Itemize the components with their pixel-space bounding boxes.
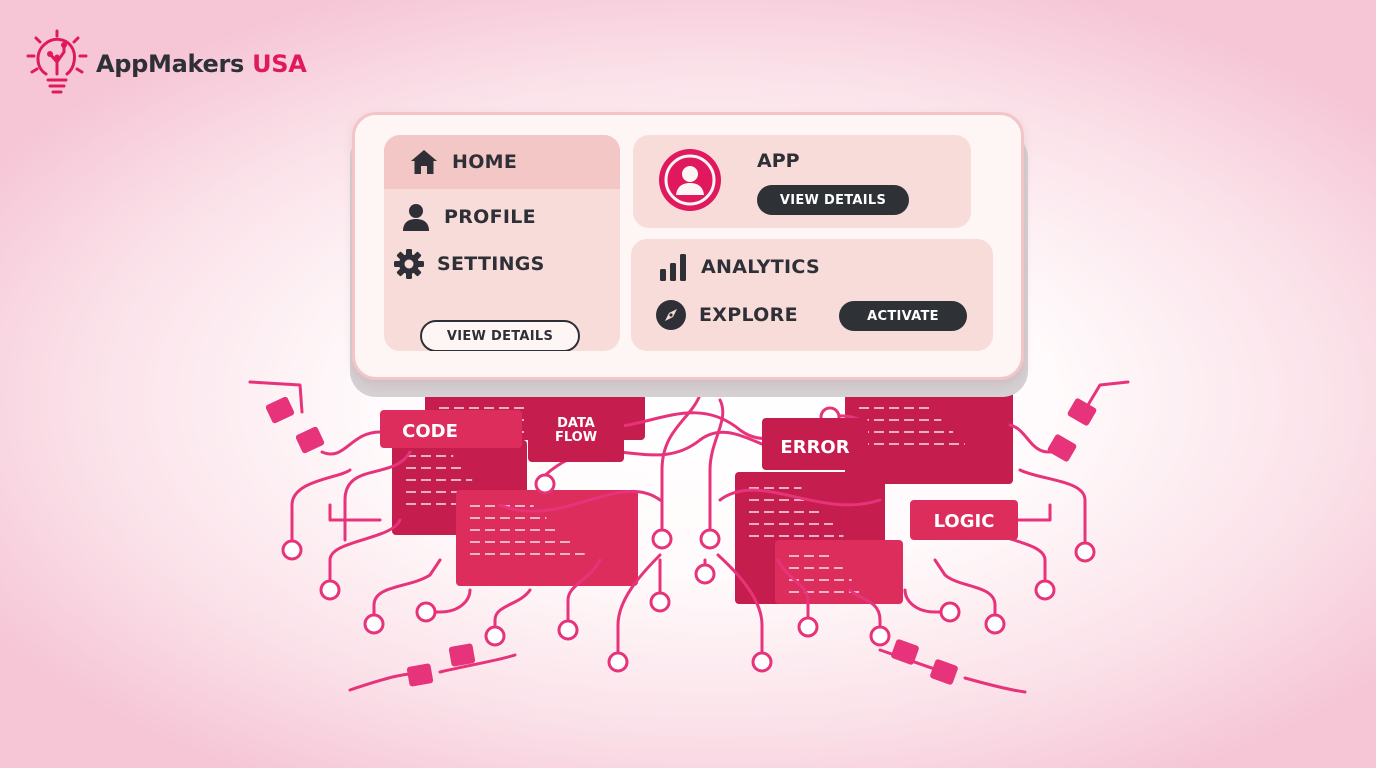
broken-plug — [1047, 434, 1077, 462]
circuit-wire — [372, 558, 442, 624]
circuit-node — [751, 651, 773, 673]
circuit-node — [484, 625, 506, 647]
app-title: APP — [757, 150, 800, 172]
tag-label-line: ERROR — [780, 437, 849, 458]
broken-plug — [448, 643, 476, 667]
tag-label: LOGIC — [934, 511, 995, 532]
activate-button[interactable]: ACTIVATE — [839, 301, 967, 331]
circuit-node — [939, 601, 961, 623]
circuit-node — [797, 616, 819, 638]
circuit-wire — [776, 558, 810, 627]
tag-label-line: LOGIC — [934, 511, 995, 532]
menu-item-label: HOME — [452, 151, 518, 173]
circuit-wire — [438, 653, 517, 674]
circuit-wire — [616, 553, 662, 662]
tag-background — [762, 418, 868, 470]
user-avatar-icon — [659, 149, 721, 211]
circuit-node — [984, 613, 1006, 635]
tag-background — [380, 410, 522, 448]
circuit-wire — [566, 558, 602, 630]
broken-plug — [1067, 398, 1097, 426]
circuit-wire — [718, 488, 882, 507]
circuit-node — [319, 579, 341, 601]
circuit-node — [607, 651, 629, 673]
circuit-node — [557, 619, 579, 641]
circuit-wire — [343, 450, 412, 542]
analytics-item[interactable]: ANALYTICS — [657, 251, 820, 283]
brand-name-main: AppMakers — [96, 50, 245, 78]
tag-label: ERROR — [780, 437, 849, 458]
ui-card: HOME PROFILE SETTINGS VIEW D — [352, 112, 1024, 380]
compass-icon — [656, 300, 686, 330]
actions-panel: ANALYTICS EXPLORE ACTIVATE — [631, 239, 993, 351]
person-icon — [403, 204, 429, 231]
app-panel: APP VIEW DETAILS — [633, 135, 971, 228]
tag-label-line: DATA — [557, 416, 595, 431]
home-icon — [411, 150, 437, 174]
tag-label: CODE — [402, 421, 458, 442]
circuit-node — [281, 539, 303, 561]
broken-plug — [265, 396, 295, 424]
menu-item-label: PROFILE — [444, 206, 536, 228]
menu-item-settings[interactable]: SETTINGS — [393, 248, 545, 280]
circuit-wire — [493, 588, 532, 636]
menu-item-profile[interactable]: PROFILE — [400, 201, 536, 233]
circuit-wire — [933, 558, 997, 624]
circuit-node — [534, 473, 556, 495]
circuit-wire — [1083, 380, 1130, 412]
circuit-node — [694, 563, 716, 585]
tag-background — [910, 500, 1018, 540]
broken-plug — [406, 663, 434, 687]
bar-chart-icon — [660, 254, 686, 281]
nav-menu-panel: HOME PROFILE SETTINGS VIEW D — [384, 135, 620, 351]
circuit-node — [651, 528, 673, 550]
code-document — [456, 490, 638, 586]
menu-item-label: SETTINGS — [437, 253, 545, 275]
menu-item-home[interactable]: HOME — [408, 146, 517, 178]
lightbulb-logo-icon — [26, 29, 88, 94]
circuit-wire — [1018, 468, 1087, 552]
gear-icon — [394, 249, 424, 279]
explore-item[interactable]: EXPLORE — [655, 299, 798, 331]
brand-name: AppMakers USA — [96, 50, 307, 78]
circuit-wire — [660, 393, 702, 539]
tag-background — [528, 402, 624, 462]
app-view-details-button[interactable]: VIEW DETAILS — [757, 185, 909, 215]
tag-label-line: CODE — [402, 421, 458, 442]
circuit-node — [363, 613, 385, 635]
broken-plug — [295, 426, 325, 454]
circuit-wire — [424, 588, 472, 614]
circuit-wire — [716, 553, 764, 662]
circuit-wire — [328, 503, 382, 522]
broken-plug — [891, 639, 919, 665]
circuit-wire — [328, 518, 402, 590]
circuit-wire — [290, 468, 352, 542]
circuit-wire — [708, 398, 725, 539]
circuit-node — [869, 625, 891, 647]
circuit-node — [1074, 541, 1096, 563]
explore-label: EXPLORE — [699, 304, 798, 326]
broken-plug — [930, 659, 958, 685]
circuit-node — [1034, 579, 1056, 601]
menu-view-details-button[interactable]: VIEW DETAILS — [420, 320, 580, 351]
circuit-wire — [963, 676, 1027, 694]
analytics-label: ANALYTICS — [701, 256, 820, 278]
circuit-node — [649, 591, 671, 613]
circuit-wire — [248, 380, 304, 414]
circuit-wire — [903, 588, 952, 614]
code-document — [775, 540, 903, 604]
brand-name-suffix: USA — [252, 50, 307, 78]
circuit-wire — [498, 489, 662, 513]
brand-logo[interactable]: AppMakers USA — [26, 28, 307, 100]
circuit-node — [699, 528, 721, 550]
tag-label-line: FLOW — [555, 430, 597, 445]
circuit-wire — [320, 430, 382, 456]
circuit-node — [415, 601, 437, 623]
circuit-wire — [848, 588, 882, 636]
